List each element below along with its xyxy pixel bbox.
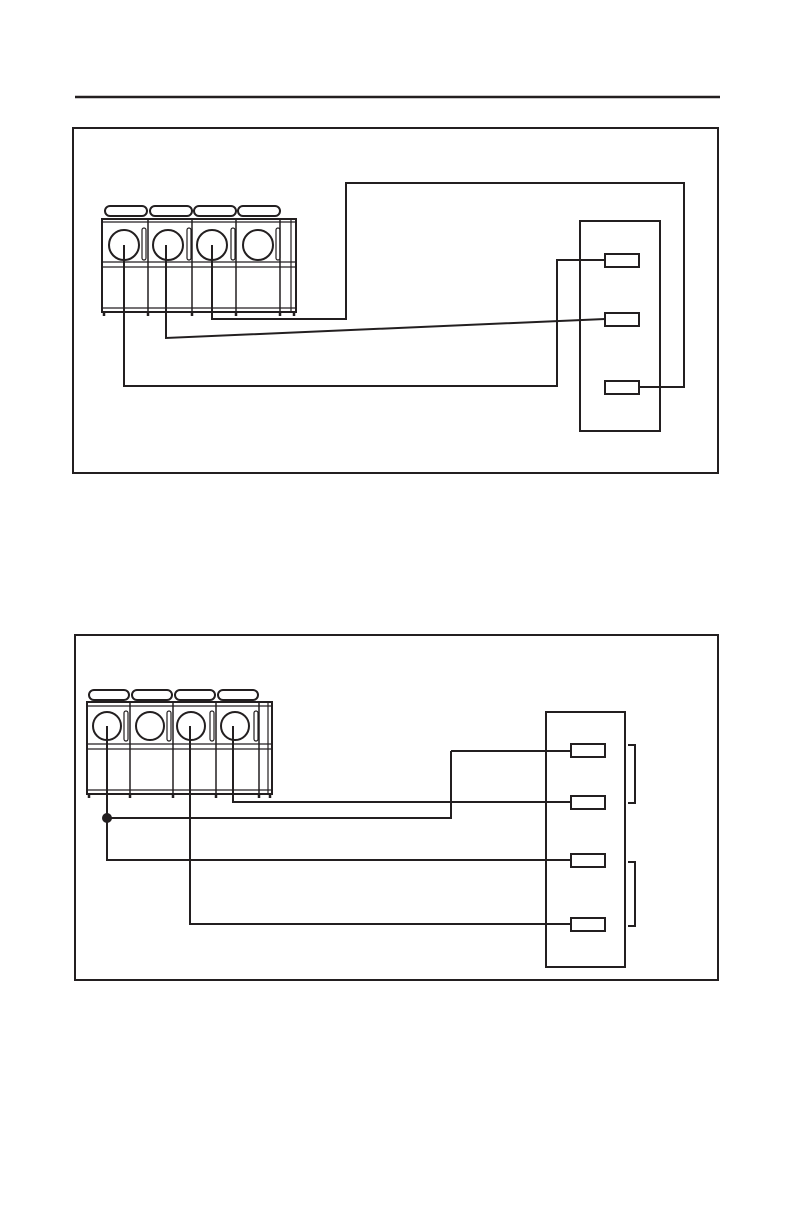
wire	[190, 726, 571, 924]
wire	[124, 245, 605, 386]
wire	[212, 183, 684, 387]
terminal-clamp	[124, 711, 128, 741]
device-terminal	[605, 381, 639, 394]
terminal-clamp	[276, 228, 280, 260]
terminal-cap	[238, 206, 280, 216]
device-panel	[580, 221, 660, 431]
terminal-cap	[218, 690, 258, 700]
wire	[107, 726, 451, 818]
grouping-bracket	[628, 862, 635, 926]
terminal-clamp	[187, 228, 191, 260]
wire	[107, 818, 571, 860]
terminal-clamp	[231, 228, 235, 260]
terminal-screw	[221, 712, 249, 740]
grouping-bracket	[628, 745, 635, 803]
device-terminal	[571, 744, 605, 757]
figure-frame	[73, 128, 718, 473]
terminal-clamp	[142, 228, 146, 260]
terminal-cap	[105, 206, 147, 216]
terminal-screw	[153, 230, 183, 260]
device-terminal	[571, 854, 605, 867]
wire	[233, 726, 571, 802]
device-terminal	[571, 796, 605, 809]
terminal-cap	[175, 690, 215, 700]
terminal-cap	[194, 206, 236, 216]
terminal-clamp	[210, 711, 214, 741]
terminal-clamp	[167, 711, 171, 741]
wires	[124, 183, 684, 387]
device-terminal	[571, 918, 605, 931]
terminal-cap	[132, 690, 172, 700]
terminal-cap	[150, 206, 192, 216]
wire-junction-dot	[102, 813, 112, 823]
terminal-screw	[243, 230, 273, 260]
terminal-cap	[89, 690, 129, 700]
device-terminal	[605, 254, 639, 267]
terminal-block	[87, 690, 272, 798]
figure-frame	[75, 635, 718, 980]
device-terminal	[605, 313, 639, 326]
terminal-block	[102, 206, 296, 316]
terminal-screw	[136, 712, 164, 740]
wiring-diagram-1	[73, 128, 718, 473]
wiring-diagram-2	[75, 635, 718, 980]
terminal-clamp	[254, 711, 258, 741]
